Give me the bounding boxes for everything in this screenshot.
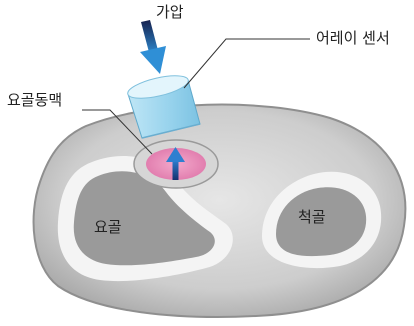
radius-label: 요골 — [94, 220, 122, 235]
arrow-down-icon — [140, 20, 166, 74]
radial-artery-label: 요골동맥 — [7, 93, 62, 108]
ulna-label: 척골 — [298, 210, 326, 225]
array-sensor-label: 어레이 센서 — [316, 31, 390, 46]
sensor-leader-line — [184, 39, 310, 88]
pressure-label: 가압 — [156, 5, 184, 20]
